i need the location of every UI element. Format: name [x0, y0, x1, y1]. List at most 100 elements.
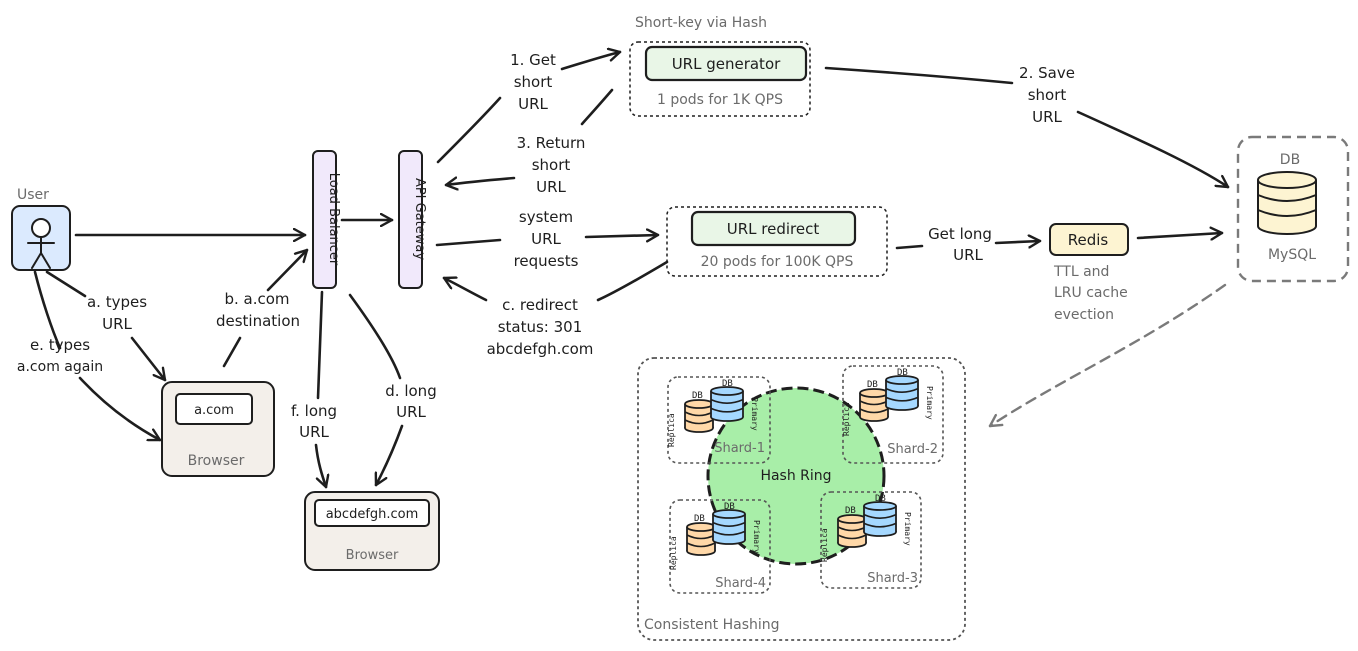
redis-box [1049, 223, 1129, 256]
arrow-b-destination-segment [222, 336, 242, 368]
url-generator-group-title: Short-key via Hash [635, 15, 767, 31]
arrow-f-long-segment [316, 290, 324, 400]
url-generator-box [644, 45, 808, 82]
consistent-hashing-title: Consistent Hashing [644, 617, 780, 633]
load-balancer-label: Load Balancer [326, 173, 341, 266]
shard-box [820, 491, 922, 589]
arrow-db-to-consistent-hashing [988, 283, 1227, 428]
shard-label: Shard-4 [715, 576, 766, 591]
redis-note-line: evection [1054, 307, 1114, 323]
connectors [33, 52, 1230, 489]
consistent-hashing-cluster: Consistent Hashing Hash Ring DB DB Primary… [637, 357, 966, 641]
arrow-redirect-status [442, 278, 488, 302]
label-get-long-url: Get long [928, 225, 992, 243]
label-d-long-url: d. long [385, 382, 436, 400]
arrow-redirect-segment [596, 260, 669, 302]
mysql-database: DB MySQL [1236, 135, 1350, 283]
database-icon [710, 386, 744, 422]
label-b-destination: b. a.com [224, 290, 289, 308]
shard-label: Shard-2 [887, 442, 938, 457]
url-generator-pods: 1 pods for 1K QPS [657, 92, 783, 108]
label-redirect-status: status: 301 [498, 318, 583, 336]
shard-label: Shard-1 [714, 441, 765, 456]
label-e-types-again: a.com again [17, 359, 103, 375]
replica-db-label: DB [845, 506, 856, 516]
arrow-e-types-segment [33, 270, 62, 350]
url-generator-group [629, 41, 811, 117]
url-generator-title: URL generator [672, 55, 781, 73]
primary-label: Primary [752, 520, 761, 554]
arrow-f-long-url [314, 443, 326, 489]
database-icon [859, 388, 889, 422]
label-redirect-status: abcdefgh.com [487, 340, 594, 358]
primary-label: Primary [925, 386, 934, 420]
label-d-long-url: URL [396, 403, 426, 421]
arrow-system-requests-segment [435, 238, 502, 247]
shard-box [669, 499, 771, 594]
url-generator-service: Short-key via Hash URL generator 1 pods … [629, 15, 811, 117]
primary-label: Primary [903, 512, 912, 546]
replica-label: Replica [667, 413, 676, 447]
database-icon [712, 509, 746, 545]
arrow-d-long-url [376, 424, 404, 487]
label-system-requests: system [519, 208, 573, 226]
api-gateway: API Gateway [398, 150, 427, 289]
redis-cache: Redis TTL and LRU cache evection [1049, 223, 1129, 323]
address-bar-url: abcdefgh.com [326, 507, 419, 522]
db-name: MySQL [1268, 247, 1316, 263]
label-f-long-url: URL [299, 423, 329, 441]
url-redirect-box [690, 210, 857, 247]
database-icon [863, 501, 897, 537]
arrow-a-types-segment [45, 270, 87, 298]
database-icon [837, 514, 867, 548]
database-icon [684, 399, 714, 433]
redis-note-line: LRU cache [1054, 285, 1128, 301]
browser-abcdefgh: abcdefgh.com Browser [304, 491, 440, 571]
arrow-get-long-url [994, 241, 1042, 243]
address-bar[interactable] [175, 393, 253, 425]
arrow-d-long-segment [348, 293, 402, 380]
url-redirect-title: URL redirect [727, 220, 820, 238]
url-redirect-pods: 20 pods for 100K QPS [701, 254, 854, 270]
redis-note-line: TTL and [1053, 264, 1109, 280]
label-return-short-url: URL [536, 178, 566, 196]
arrow-redis-to-db [1136, 233, 1224, 238]
arrow-return-short-segment [580, 88, 614, 126]
consistent-hashing-group [637, 357, 966, 641]
address-bar[interactable] [314, 499, 430, 527]
arrow-get-long-segment [895, 244, 924, 250]
arrow-return-short-url [444, 178, 516, 185]
hash-ring-label: Hash Ring [760, 468, 831, 484]
label-a-types-url: a. types [87, 293, 147, 311]
arrow-get-short-url [560, 52, 622, 71]
database-icon [686, 522, 716, 556]
browser-label: Browser [188, 453, 245, 469]
database-icon [1257, 171, 1317, 235]
label-e-types-again: e. types [30, 336, 90, 354]
arrow-get-short-segment [436, 96, 502, 164]
redis-title: Redis [1068, 231, 1109, 249]
label-redirect-status: c. redirect [502, 296, 578, 314]
api-gateway-box [398, 150, 423, 289]
label-save-short-url: short [1028, 86, 1067, 104]
arrow-save-short-url [1076, 110, 1230, 189]
primary-db-label: DB [724, 502, 735, 512]
label-system-requests: requests [514, 252, 579, 270]
label-a-types-url: URL [102, 315, 132, 333]
replica-db-label: DB [867, 380, 878, 390]
replica-label: Replica [842, 402, 851, 436]
api-gateway-label: API Gateway [412, 178, 427, 260]
label-save-short-url: 2. Save [1019, 64, 1075, 82]
user-label: User [17, 187, 49, 203]
primary-db-label: DB [722, 379, 733, 389]
label-return-short-url: 3. Return [517, 134, 586, 152]
primary-db-label: DB [875, 494, 886, 504]
load-balancer-box [312, 150, 337, 289]
replica-db-label: DB [692, 391, 703, 401]
url-redirect-group [666, 206, 888, 277]
label-system-requests: URL [531, 230, 561, 248]
flow-labels: a. types URL b. a.com destination e. typ… [17, 51, 1075, 441]
